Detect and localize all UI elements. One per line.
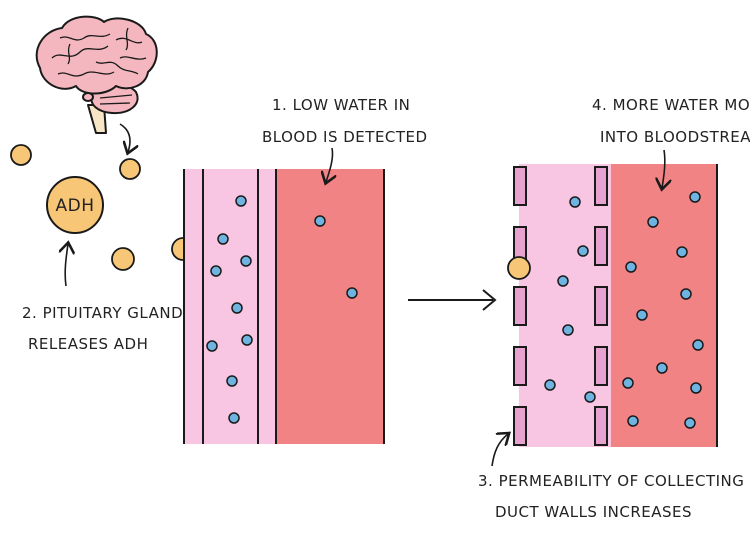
adh-molecule [111,247,135,271]
adh-molecule [10,144,32,166]
duct-panel-after [507,164,718,447]
step4-label-arrow [662,149,665,188]
water-molecule [226,375,238,387]
water-molecule [562,324,574,336]
water-molecule [692,339,704,351]
step2-label-line1: 2. PITUITARY GLAND [22,304,183,322]
water-molecule [314,215,326,227]
water-molecule [684,417,696,429]
water-molecule [231,302,243,314]
water-molecule [636,309,648,321]
gland-label-arrow [65,244,68,287]
water-molecule [622,377,634,389]
water-molecule [346,287,358,299]
duct-wall-pore [594,346,608,386]
water-molecule [656,362,668,374]
adh-molecule [507,256,531,280]
step3-label-line1: 3. PERMEABILITY OF COLLECTING [478,472,744,490]
adh-molecule [46,176,104,234]
water-molecule [241,334,253,346]
duct-wall-pore [594,166,608,206]
step3-label-line2: DUCT WALLS INCREASES [495,503,692,521]
water-molecule [228,412,240,424]
water-molecule [680,288,692,300]
adh-label: ADH [55,196,94,216]
brain-icon [35,15,158,134]
water-molecule [240,255,252,267]
step1-label-line2: BLOOD IS DETECTED [262,128,428,146]
water-molecule [690,382,702,394]
step1-label-arrow [326,147,333,182]
step2-label-line2: RELEASES ADH [28,335,148,353]
water-molecule [627,415,639,427]
water-molecule [584,391,596,403]
water-molecule [689,191,701,203]
duct-wall-pore [594,226,608,266]
duct-wall-pore [594,286,608,326]
water-molecule [557,275,569,287]
water-molecule [569,196,581,208]
water-molecule [647,216,659,228]
water-molecule [217,233,229,245]
water-molecule [676,246,688,258]
duct-wall-pore [513,286,527,326]
duct-wall-pore [513,406,527,446]
step4-label-line1: 4. MORE WATER MOVES [592,96,750,114]
duct-wall-pore [594,406,608,446]
brain-to-adh-arrow [119,123,130,152]
adh-molecule [119,158,141,180]
step4-label-line2: INTO BLOODSTREAM [600,128,750,146]
water-molecule [235,195,247,207]
water-molecule [210,265,222,277]
step3-label-arrow [491,434,508,467]
duct-panel-before [171,169,385,444]
water-molecule [544,379,556,391]
water-molecule [577,245,589,257]
duct-wall-pore [513,166,527,206]
duct-wall-pore [513,346,527,386]
step1-label-line1: 1. LOW WATER IN [272,96,410,114]
water-molecule [625,261,637,273]
arrow-right-icon [408,289,497,311]
water-molecule [206,340,218,352]
